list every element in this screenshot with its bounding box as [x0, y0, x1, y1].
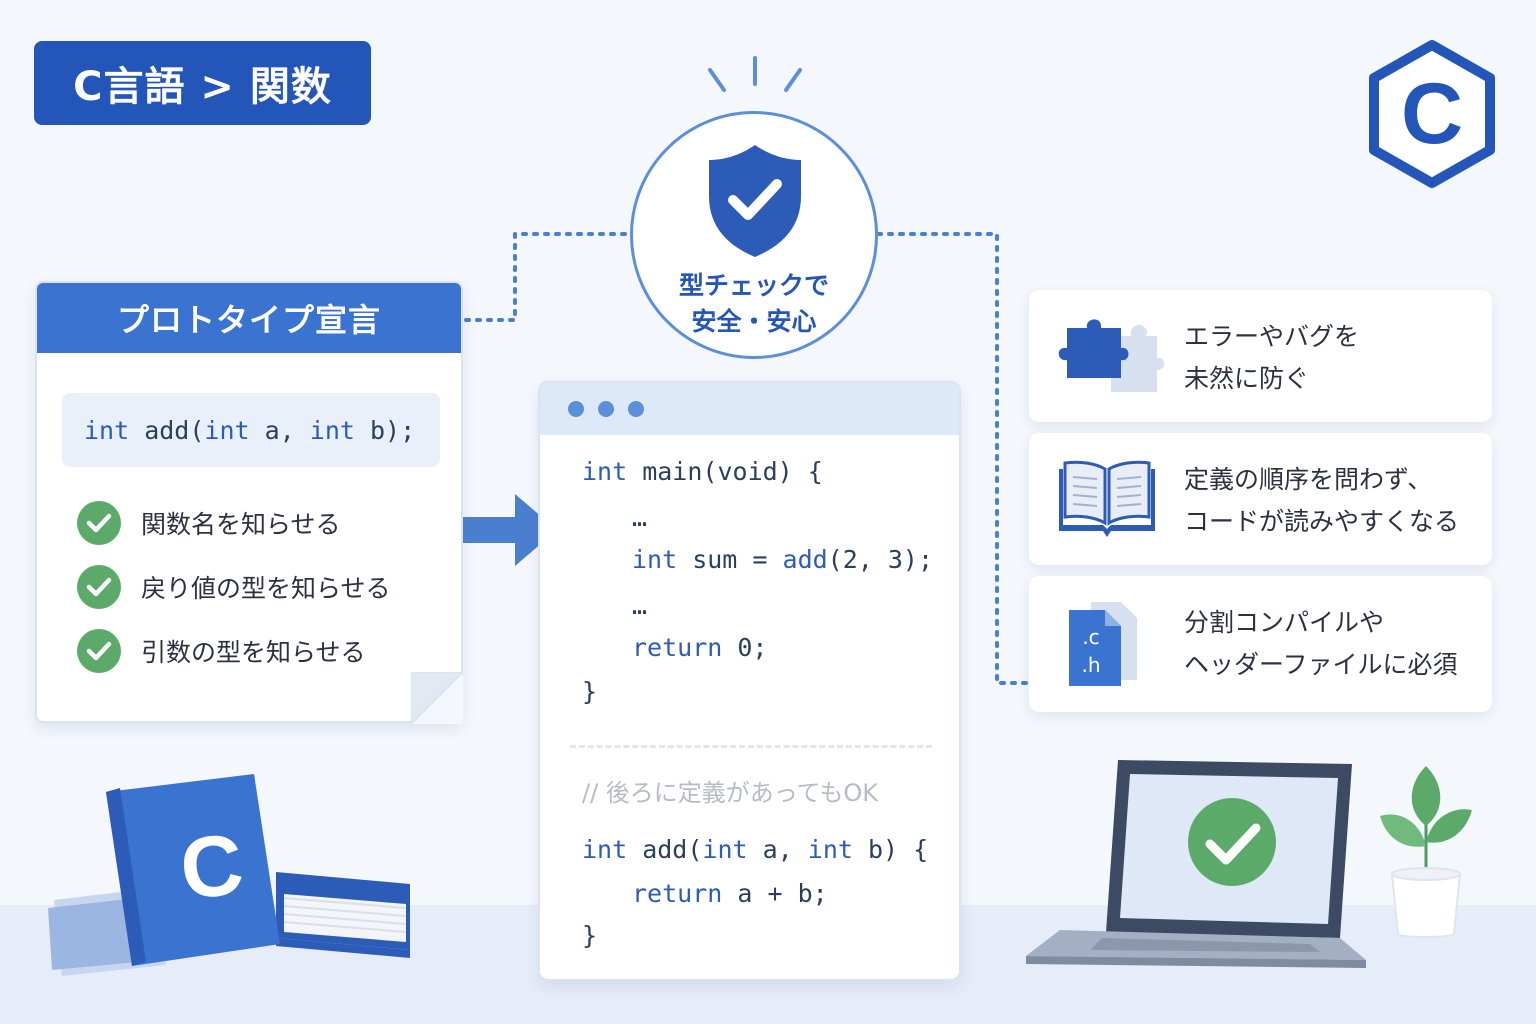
- file-c-label: .c: [1082, 625, 1099, 649]
- file-ch-icon: .c .h: [1069, 602, 1137, 686]
- benefit-line: コードが読みやすくなる: [1184, 507, 1460, 536]
- shield-check-icon: [709, 145, 801, 257]
- laptop-icon: [1026, 760, 1366, 968]
- benefit-card: エラーやバグを 未然に防ぐ: [1029, 290, 1492, 422]
- code-text: a + b;: [722, 879, 828, 908]
- benefit-line: 分割コンパイルや: [1184, 608, 1385, 637]
- code-text: sum =: [677, 545, 783, 574]
- code-text: a,: [747, 835, 808, 864]
- code-line: }: [582, 677, 598, 706]
- shield-label-line1: 型チェックで: [678, 271, 829, 300]
- check-label: 関数名を知らせる: [141, 510, 341, 539]
- check-item: 戻り値の型を知らせる: [77, 564, 391, 610]
- code-comment: // 後ろに定義があってもOK: [582, 779, 879, 807]
- code-line: return a + b;: [632, 879, 828, 908]
- prototype-header-label: プロトタイプ宣言: [116, 301, 381, 339]
- code-keyword: return: [632, 633, 723, 662]
- code-text: (2, 3);: [827, 545, 934, 574]
- book-letter: C: [176, 816, 248, 918]
- laptop-check-icon: [1188, 798, 1276, 886]
- code-keyword: int: [702, 835, 748, 864]
- window-dot: [598, 401, 614, 417]
- code-line: int main(void) {: [582, 457, 823, 486]
- shield-label-line2: 安全・安心: [691, 307, 817, 336]
- book-open-icon: [1059, 460, 1155, 537]
- code-text: main(void) {: [627, 457, 823, 486]
- check-icon: [77, 501, 121, 545]
- window-dot: [568, 401, 584, 417]
- page-fold-icon: [411, 672, 463, 724]
- benefit-line: 未然に防ぐ: [1184, 364, 1310, 393]
- title-badge: C言語 > 関数: [34, 41, 371, 125]
- benefit-line: 定義の順序を問わず、: [1184, 465, 1433, 494]
- check-label: 戻り値の型を知らせる: [141, 574, 391, 603]
- benefit-line: ヘッダーファイルに必須: [1184, 650, 1458, 679]
- c-logo-icon: C: [1369, 40, 1495, 188]
- type-check-badge: 型チェックで 安全・安心: [630, 111, 878, 359]
- plant-icon: [1380, 766, 1472, 938]
- code-text: b) {: [852, 835, 929, 864]
- code-keyword: int: [309, 415, 355, 445]
- check-label: 引数の型を知らせる: [141, 638, 366, 667]
- books-icon: C: [48, 774, 410, 976]
- file-h-label: .h: [1081, 653, 1100, 677]
- code-function: add: [782, 545, 828, 574]
- prototype-code: int add(int a, int b);: [62, 393, 440, 467]
- check-icon: [77, 565, 121, 609]
- code-line: int sum = add(2, 3);: [632, 545, 933, 574]
- code-text: 0;: [722, 633, 768, 662]
- code-text: a,: [249, 415, 310, 445]
- code-line: int add(int a, int b) {: [582, 835, 928, 864]
- logo-letter: C: [1401, 66, 1463, 162]
- check-item: 関数名を知らせる: [77, 500, 341, 546]
- benefit-card: .c .h 分割コンパイルや ヘッダーファイルに必須: [1029, 576, 1492, 712]
- code-line: return 0;: [632, 633, 767, 662]
- window-titlebar: [540, 383, 959, 435]
- code-line: }: [582, 921, 598, 950]
- check-item: 引数の型を知らせる: [77, 628, 366, 674]
- code-line: …: [632, 591, 648, 620]
- code-keyword: return: [632, 879, 723, 908]
- check-icon: [77, 629, 121, 673]
- prototype-card: プロトタイプ宣言 int add(int a, int b); 関数名を知らせる…: [35, 281, 463, 723]
- code-divider: [570, 745, 932, 748]
- arrow-right-icon: [463, 494, 557, 566]
- code-text: add(: [627, 835, 703, 864]
- benefit-card: 定義の順序を問わず、 コードが読みやすくなる: [1029, 433, 1492, 565]
- code-keyword: int: [807, 835, 853, 864]
- code-keyword: int: [582, 457, 628, 486]
- page-title: C言語 > 関数: [73, 64, 332, 110]
- code-text: add(: [129, 415, 205, 445]
- benefit-line: エラーやバグを: [1184, 322, 1360, 351]
- code-text: b);: [354, 415, 416, 445]
- code-keyword: int: [84, 415, 130, 445]
- puzzle-icon: [1058, 319, 1165, 392]
- code-keyword: int: [632, 545, 678, 574]
- code-window: int main(void) { … int sum = add(2, 3); …: [538, 381, 961, 981]
- code-keyword: int: [204, 415, 250, 445]
- window-dot: [628, 401, 644, 417]
- prototype-header: プロトタイプ宣言: [37, 283, 461, 353]
- code-keyword: int: [582, 835, 628, 864]
- code-line: …: [632, 503, 648, 532]
